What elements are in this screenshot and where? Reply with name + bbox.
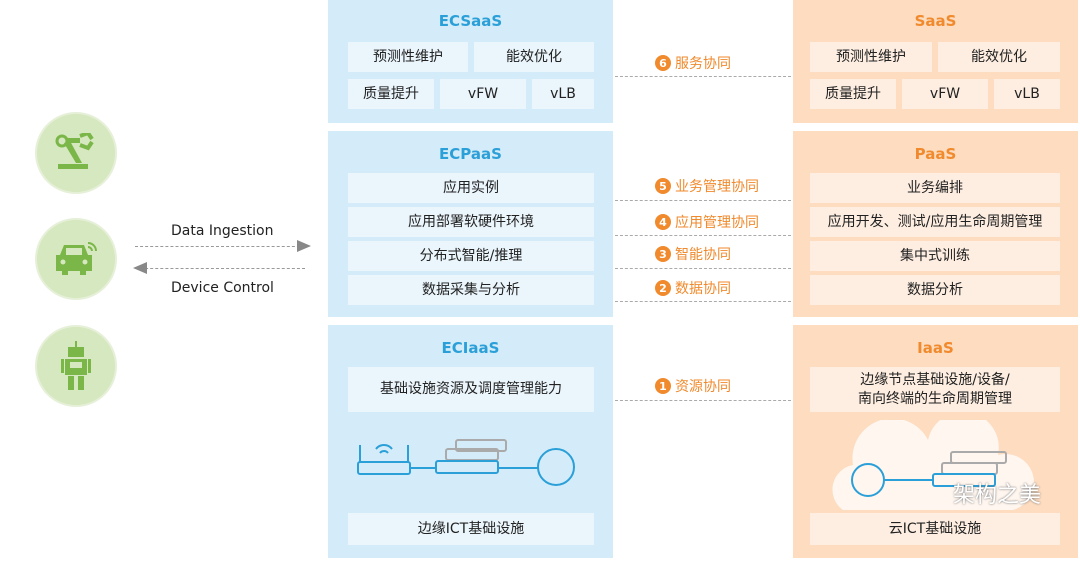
- cloud-network-icon: [832, 420, 1034, 510]
- edge-paas-item: 数据采集与分析: [348, 275, 594, 305]
- collab-line: [615, 76, 791, 77]
- cloud-saas-item: 预测性维护: [810, 42, 932, 72]
- device-robot-arm: [35, 112, 117, 194]
- collab-line: [615, 200, 791, 201]
- edge-saas-item: 质量提升: [348, 79, 434, 109]
- cloud-iaas-panel: IaaS 边缘节点基础设施/设备/ 南向终端的生命周期管理 云ICT基础设施 架…: [793, 325, 1078, 558]
- edge-iaas-panel: ECIaaS 基础设施资源及调度管理能力 边缘ICT基础设施: [328, 325, 613, 558]
- device-control-label: Device Control: [171, 280, 274, 296]
- cloud-saas-item: vLB: [994, 79, 1060, 109]
- cloud-paas-item: 业务编排: [810, 173, 1060, 203]
- cloud-saas-item: 能效优化: [938, 42, 1060, 72]
- connected-car-icon: [56, 242, 97, 275]
- collab-line: [615, 400, 791, 401]
- robot-arm-icon: [55, 133, 94, 169]
- cloud-iaas-item: 边缘节点基础设施/设备/ 南向终端的生命周期管理: [810, 367, 1060, 412]
- device-robot: [35, 325, 117, 407]
- cloud-iaas-item: 云ICT基础设施: [810, 513, 1060, 545]
- cloud-paas-title: PaaS: [914, 145, 957, 163]
- collab-line: [615, 301, 791, 302]
- cloud-paas-item: 数据分析: [810, 275, 1060, 305]
- data-ingestion-arrow: [135, 240, 311, 252]
- cloud-saas-item: 质量提升: [810, 79, 896, 109]
- cloud-saas-item: vFW: [902, 79, 988, 109]
- collab-line: [615, 268, 791, 269]
- device-control-arrow: [133, 262, 305, 274]
- edge-saas-item: 预测性维护: [348, 42, 468, 72]
- edge-iaas-title: ECIaaS: [441, 339, 500, 357]
- edge-paas-item: 分布式智能/推理: [348, 241, 594, 271]
- cloud-paas-item: 集中式训练: [810, 241, 1060, 271]
- edge-iaas-item: 基础设施资源及调度管理能力: [348, 367, 594, 412]
- edge-iaas-item: 边缘ICT基础设施: [348, 513, 594, 545]
- edge-saas-item: vLB: [532, 79, 594, 109]
- collab-line: [615, 235, 791, 236]
- cloud-paas-item: 应用开发、测试/应用生命周期管理: [810, 207, 1060, 237]
- edge-network-devices-icon: [357, 439, 575, 486]
- cloud-paas-panel: PaaS 业务编排 应用开发、测试/应用生命周期管理 集中式训练 数据分析: [793, 131, 1078, 317]
- device-car: [35, 218, 117, 300]
- edge-paas-panel: ECPaaS 应用实例 应用部署软硬件环境 分布式智能/推理 数据采集与分析: [328, 131, 613, 317]
- edge-saas-title: ECSaaS: [438, 12, 503, 30]
- edge-paas-item: 应用实例: [348, 173, 594, 203]
- cloud-iaas-title: IaaS: [917, 339, 954, 357]
- edge-paas-item: 应用部署软硬件环境: [348, 207, 594, 237]
- cloud-saas-title: SaaS: [914, 12, 957, 30]
- data-ingestion-label: Data Ingestion: [171, 223, 274, 239]
- edge-saas-panel: ECSaaS 预测性维护 能效优化 质量提升 vFW vLB: [328, 0, 613, 123]
- robot-icon: [61, 341, 91, 390]
- edge-saas-item: vFW: [440, 79, 526, 109]
- watermark: 架构之美: [953, 483, 1042, 508]
- edge-saas-item: 能效优化: [474, 42, 594, 72]
- cloud-saas-panel: SaaS 预测性维护 能效优化 质量提升 vFW vLB: [793, 0, 1078, 123]
- edge-paas-title: ECPaaS: [439, 145, 502, 163]
